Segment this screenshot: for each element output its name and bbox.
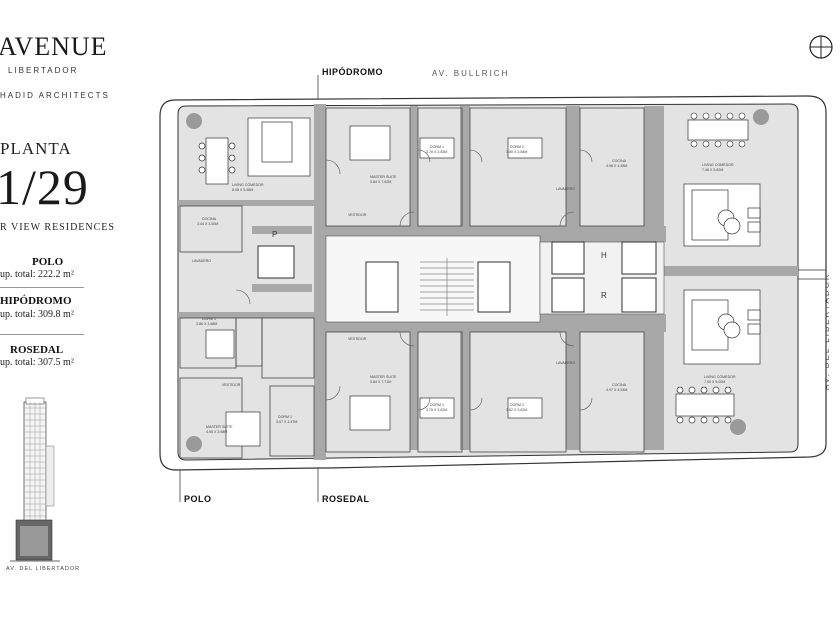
residences-label: R VIEW RESIDENCES bbox=[0, 222, 115, 233]
room-label: DORM 2 bbox=[510, 403, 524, 407]
room-label: DORM 2 bbox=[510, 145, 524, 149]
room-dims: 4.96 X 4.48M bbox=[606, 164, 627, 168]
unit-rosedal-name: ROSEDAL bbox=[10, 344, 64, 356]
room-dims: 3.07 X 3.47M bbox=[276, 420, 297, 424]
room-dims: 4.95 X 3.98M bbox=[206, 430, 227, 434]
room-dims: 8.08 X 5.58M bbox=[232, 188, 253, 192]
plan-label: PLANTA bbox=[0, 139, 72, 158]
floor-number: 1/29 bbox=[0, 159, 89, 215]
compass-icon bbox=[809, 35, 833, 59]
map-label-polo: POLO bbox=[184, 494, 212, 504]
unit-polo-name: POLO bbox=[32, 256, 64, 268]
room-dims: 3.80 X 3.84M bbox=[506, 150, 527, 154]
room-label: VESTIDOR bbox=[348, 337, 367, 341]
room-label: COCINA bbox=[612, 159, 627, 163]
room-dims: 3.84 X 7.62M bbox=[370, 180, 391, 184]
room-dims: 3.75 X 3.62M bbox=[426, 408, 447, 412]
room-dims: 3.86 X 3.68M bbox=[196, 322, 217, 326]
map-label-rosedal: ROSEDAL bbox=[322, 494, 370, 504]
room-label: DORM 1 bbox=[430, 145, 444, 149]
room-label: MASTER SUITE bbox=[206, 425, 233, 429]
room-label: LIVING COMEDOR bbox=[704, 375, 736, 379]
room-dims: 3.84 X 7.71M bbox=[370, 380, 391, 384]
room-dims: 7.48 X 5.82M bbox=[702, 168, 723, 172]
brand-title: AVENUE bbox=[0, 32, 108, 61]
room-dims: 4.97 X 4.54M bbox=[606, 388, 627, 392]
room-label: LAVADERO bbox=[192, 259, 211, 263]
room-label: LAVADERO bbox=[556, 361, 575, 365]
street-top-label: AV. BULLRICH bbox=[432, 69, 510, 78]
brand-subtitle: LIBERTADOR bbox=[8, 66, 79, 75]
room-label: DORM 1 bbox=[278, 415, 292, 419]
tower-caption: AV. DEL LIBERTADOR bbox=[6, 566, 81, 572]
divider bbox=[0, 334, 84, 335]
core-letter-p: P bbox=[272, 230, 277, 239]
room-dims: 3.82 X 3.62M bbox=[506, 408, 527, 412]
unit-rosedal-area: up. total: 307.5 m² bbox=[0, 357, 74, 368]
brand-architect: HADID ARCHITECTS bbox=[0, 91, 110, 100]
tower-illustration bbox=[10, 397, 60, 562]
room-label: LAVADERO bbox=[556, 187, 575, 191]
room-dims: 3.44 X 3.50M bbox=[197, 222, 218, 226]
room-label: DORM 1 bbox=[430, 403, 444, 407]
room-label: MASTER SUITE bbox=[370, 175, 397, 179]
map-label-hipodromo: HIPÓDROMO bbox=[322, 67, 384, 77]
core-letter-r: R bbox=[601, 291, 607, 300]
core-letter-h: H bbox=[601, 251, 607, 260]
unit-hipodromo-area: up. total: 309.8 m² bbox=[0, 309, 74, 320]
unit-hipodromo-name: HIPÓDROMO bbox=[0, 295, 72, 307]
room-label: MASTER SUITE bbox=[370, 375, 397, 379]
room-label: COCINA bbox=[612, 383, 627, 387]
room-dims: 3.79 X 3.83M bbox=[426, 150, 447, 154]
room-label: COCINA bbox=[202, 217, 217, 221]
unit-polo-area: up. total: 222.2 m² bbox=[0, 269, 74, 280]
room-dims: 7.00 X 5.00M bbox=[704, 380, 725, 384]
divider bbox=[0, 287, 84, 288]
room-label: LIVING COMEDOR bbox=[702, 163, 734, 167]
room-label: VESTIDOR bbox=[348, 213, 367, 217]
room-label: LIVING COMEDOR bbox=[232, 183, 264, 187]
room-label: DORM 1 bbox=[202, 317, 216, 321]
room-label: VESTIDOR bbox=[222, 383, 241, 387]
